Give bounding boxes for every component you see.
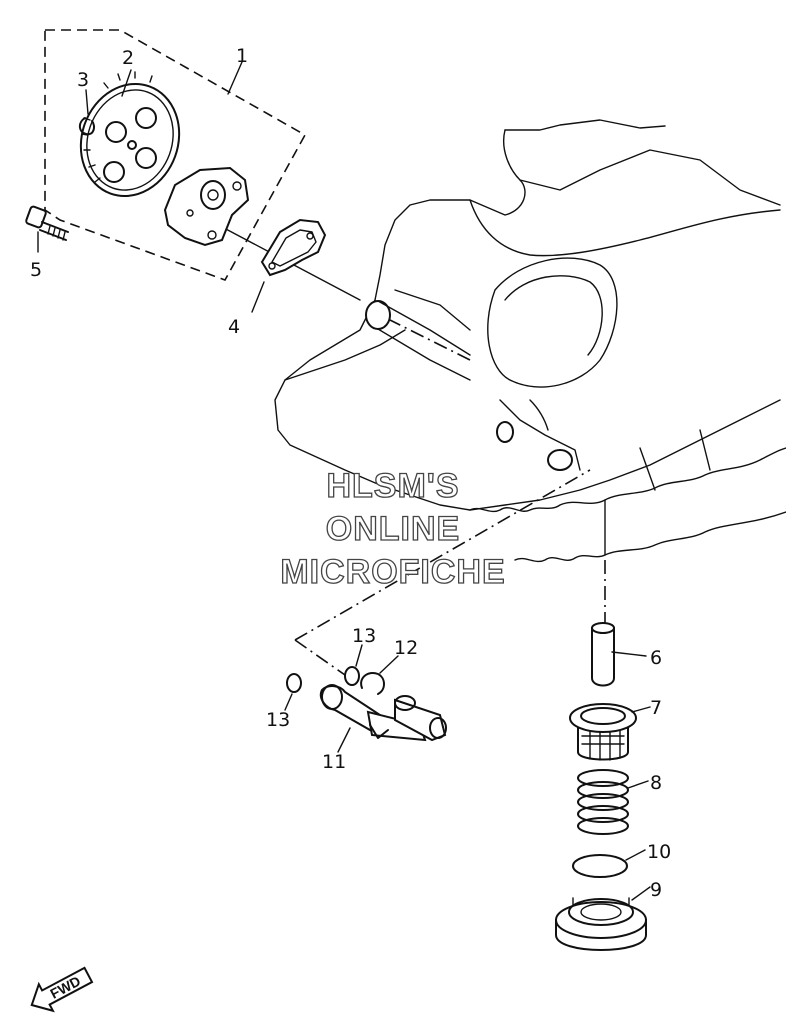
part-13-o-ring-upper[interactable] <box>344 666 360 686</box>
callout-11: 11 <box>322 751 346 773</box>
callout-leaders <box>37 61 651 901</box>
oil-pump-body[interactable] <box>163 166 250 247</box>
part-6-pipe[interactable] <box>591 622 615 687</box>
part-13-o-ring-lower[interactable] <box>286 673 302 693</box>
callout-13-upper: 13 <box>352 625 376 647</box>
callout-7: 7 <box>650 697 662 719</box>
leader-lines <box>189 209 606 676</box>
part-9-drain-plug[interactable] <box>555 897 647 951</box>
part-10-o-ring[interactable] <box>572 854 628 878</box>
callout-labels: 1 2 3 4 5 6 7 8 9 10 11 12 13 13 <box>30 45 671 901</box>
watermark-line-3: MICROFICHE <box>280 553 505 591</box>
callout-13-lower: 13 <box>266 709 290 731</box>
part-11-fitting-pipe[interactable] <box>319 684 447 742</box>
part-2-drive-gear[interactable] <box>65 70 194 210</box>
watermark: HLSM'S ONLINE MICROFICHE <box>280 466 506 591</box>
part-12-circlip[interactable] <box>360 672 385 695</box>
callout-3: 3 <box>77 69 89 91</box>
callout-2: 2 <box>122 47 134 69</box>
callout-5: 5 <box>30 259 42 281</box>
part-4-gasket[interactable] <box>260 218 327 277</box>
callout-4: 4 <box>228 316 240 338</box>
part-3-circlip[interactable] <box>78 117 95 136</box>
callout-1: 1 <box>236 45 248 67</box>
callout-6: 6 <box>650 647 662 669</box>
fwd-arrow-icon: FWD <box>30 966 94 1013</box>
callout-12: 12 <box>394 637 418 659</box>
crankcase-outline <box>274 119 786 563</box>
callout-9: 9 <box>650 879 662 901</box>
part-7-strainer[interactable] <box>569 703 637 761</box>
watermark-line-1: HLSM'S <box>326 467 459 505</box>
callout-8: 8 <box>650 772 662 794</box>
part-5-bolt[interactable] <box>25 205 69 241</box>
callout-10: 10 <box>647 841 671 863</box>
watermark-line-2: ONLINE <box>326 510 460 548</box>
part-8-spring[interactable] <box>577 769 629 835</box>
